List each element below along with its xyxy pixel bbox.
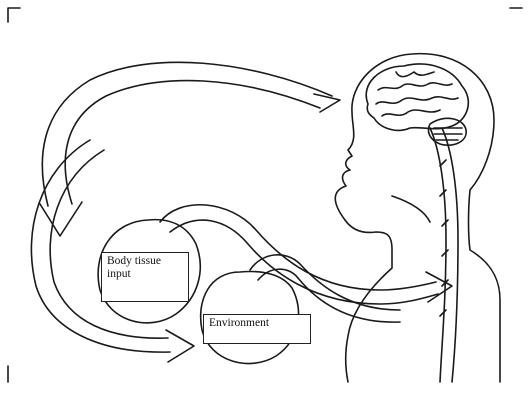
arrow-to-environment: [31, 140, 194, 362]
environment-label-text: Environment: [209, 317, 305, 330]
body-tissue-label: Body tissue input: [101, 252, 189, 302]
arrow-environment-to-spine: [250, 255, 400, 322]
body-tissue-label-line2: input: [107, 268, 183, 281]
brain: [366, 64, 468, 130]
neck-outline: [392, 196, 430, 222]
head-profile: [335, 54, 500, 382]
body-tissue-label-line1: Body tissue: [107, 255, 183, 268]
environment-label: Environment: [203, 314, 311, 344]
arrow-tissue-to-spine: [160, 205, 452, 304]
arrow-brain-feedback: [40, 62, 340, 236]
spinal-cord: [430, 128, 458, 382]
